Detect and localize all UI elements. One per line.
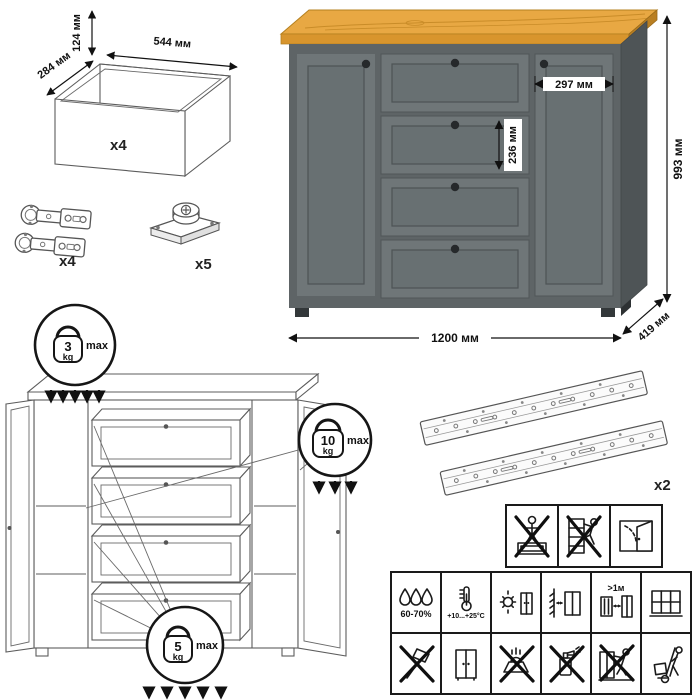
depth-label: 419 мм <box>636 310 672 344</box>
commode-left-door <box>297 54 375 296</box>
drawer-box-diagram: x4 124 мм 544 мм 284 мм <box>35 10 238 178</box>
temperature-cell: +10...+25°C <box>441 572 491 633</box>
drawer-knob <box>450 244 460 254</box>
drawer-knob <box>450 120 460 130</box>
ventilated-room-icon <box>649 589 683 617</box>
open-left-door <box>5 399 35 653</box>
cabinet-doors-icon <box>455 648 477 681</box>
no-climbing-icon <box>566 515 602 558</box>
commode-product-image: 297 мм 236 мм 993 мм 1200 мм 419 мм <box>279 9 685 346</box>
top-load-unit: kg <box>63 352 74 362</box>
no-dragging-icon <box>598 643 635 682</box>
no-hot-objects-cell <box>491 633 541 694</box>
open-window-icon <box>619 520 653 552</box>
hand-truck-transport-cell <box>641 633 691 694</box>
cam-locks-count: x5 <box>195 256 212 273</box>
shelf-load-max: max <box>347 435 370 447</box>
hand-truck-icon <box>653 645 683 683</box>
load-limit-top: 3 kg max <box>33 303 117 404</box>
drawer-height-label: 236 мм <box>507 126 519 164</box>
temperature-range-label: +10...+25°C <box>447 613 485 620</box>
open-drawer-3 <box>90 523 252 584</box>
open-drawer-2 <box>90 465 252 526</box>
drawer-knob <box>450 182 460 192</box>
drawer-load-unit: kg <box>173 652 184 662</box>
care-icon-grid: 60-70% +10...+25°C <box>390 571 692 695</box>
door-width-label: 297 мм <box>555 79 593 91</box>
no-standing-on-drawer-icon <box>514 515 550 558</box>
hardware-diagram: x4 x5 <box>13 202 221 273</box>
drawer-box-depth-label: 284 мм <box>35 50 73 82</box>
commode-drawer-4 <box>380 239 530 299</box>
wall-clearance-cell <box>541 572 591 633</box>
kettlebell-icon: 3 kg <box>53 325 83 363</box>
hinge-icon <box>13 203 93 259</box>
drawer-box-height-label: 124 мм <box>71 14 83 52</box>
heat-distance-label: >1м <box>607 583 625 593</box>
commode-drawer-1 <box>380 53 530 113</box>
drawer-knob <box>450 58 460 68</box>
open-window-cell <box>610 505 662 567</box>
no-dragging-cell <box>591 633 641 694</box>
open-drawer-1 <box>90 407 252 468</box>
height-label: 993 мм <box>671 138 685 179</box>
drawer-box-wireframe <box>54 63 231 178</box>
slides-count: x2 <box>654 477 671 494</box>
no-climbing-cell <box>558 505 610 567</box>
drawer-box-width-label: 544 мм <box>153 35 192 50</box>
door-knob <box>539 59 549 69</box>
no-solvents-cell <box>541 633 591 694</box>
load-limit-diagram: 3 kg max 10 kg max <box>5 303 373 700</box>
top-load-value: 3 <box>64 339 71 354</box>
kettlebell-icon: 10 kg <box>312 418 344 458</box>
top-load-max: max <box>86 340 109 352</box>
no-hammering-cell <box>391 633 441 694</box>
commode-right-door <box>534 53 614 297</box>
hinges-count: x4 <box>59 253 76 270</box>
drawer-box-count: x4 <box>110 137 127 154</box>
commode-drawer-3 <box>380 177 530 237</box>
no-standing-on-drawer-cell <box>506 505 558 567</box>
cam-lock-icon <box>149 202 221 245</box>
drawer-slides-diagram: x2 <box>419 370 671 496</box>
no-direct-sunlight-cell <box>491 572 541 633</box>
humidity-range-label: 60-70% <box>400 608 432 619</box>
heat-source-distance-icon <box>600 595 633 618</box>
no-direct-sunlight-icon <box>499 589 533 615</box>
shelf-load-unit: kg <box>323 446 334 456</box>
load-limit-shelf: 10 kg max <box>297 402 373 495</box>
shelf-load-value: 10 <box>321 433 335 448</box>
wall-clearance-icon <box>549 587 581 618</box>
no-hot-objects-icon <box>499 644 535 683</box>
heat-source-distance-cell: >1м <box>591 572 641 633</box>
drawer-load-max: max <box>196 640 219 652</box>
door-knob <box>361 59 371 69</box>
no-hammering-icon <box>399 644 435 683</box>
humidity-icon <box>399 587 433 606</box>
drawer-load-value: 5 <box>174 639 181 654</box>
kettlebell-icon: 5 kg <box>163 625 193 663</box>
safety-icon-grid <box>505 504 663 568</box>
slide-rail-icon <box>419 370 669 496</box>
ventilated-room-cell <box>641 572 691 633</box>
commode-top-board <box>279 9 659 45</box>
humidity-cell: 60-70% <box>391 572 441 633</box>
cabinet-doors-cell <box>441 633 491 694</box>
width-label: 1200 мм <box>431 331 479 345</box>
load-limit-drawer: 5 kg max <box>142 605 228 700</box>
no-solvents-icon <box>549 644 585 683</box>
temperature-icon <box>459 586 472 612</box>
